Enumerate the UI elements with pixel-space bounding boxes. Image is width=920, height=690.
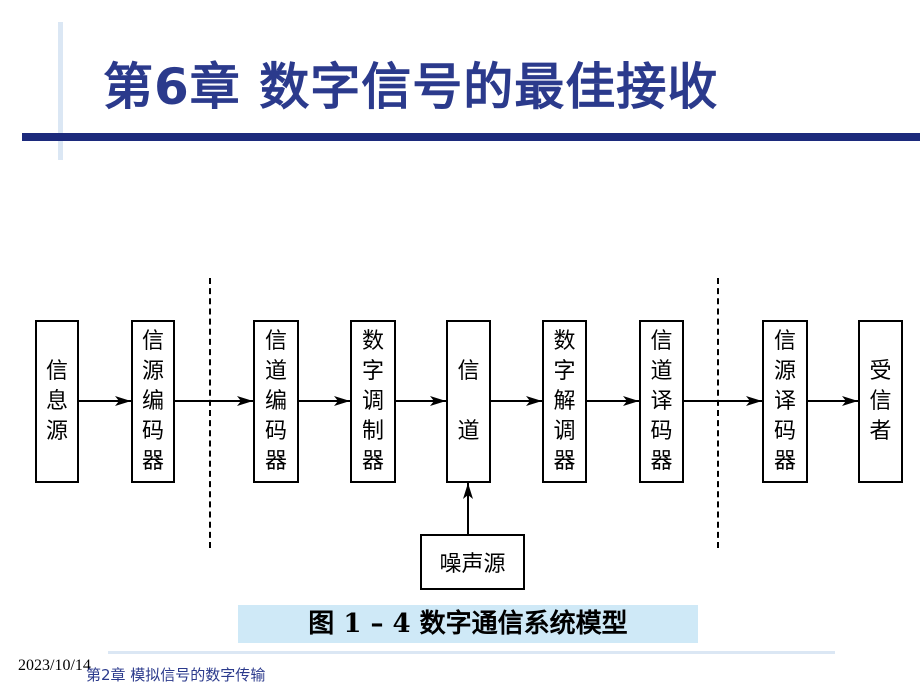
block-char: 字 <box>553 358 576 384</box>
footer-rule <box>108 651 835 654</box>
block-char: 信 <box>141 328 164 354</box>
block-char: 息 <box>45 388 68 414</box>
block-char: 编 <box>141 388 164 414</box>
block-char: 制 <box>361 418 384 444</box>
block-char: 器 <box>773 448 796 474</box>
block-char: 调 <box>553 418 576 444</box>
block-char: 码 <box>141 418 164 444</box>
block-char: 编 <box>264 388 287 414</box>
block-char: 源 <box>45 418 68 444</box>
block-char: 解 <box>553 388 576 414</box>
block-char: 数 <box>361 328 384 354</box>
block-char: 信 <box>45 358 68 384</box>
block-sink: 受 信 者 <box>858 320 903 483</box>
block-modulator: 数 字 调 制 器 <box>350 320 396 483</box>
block-char: 信 <box>869 388 892 414</box>
block-char: 译 <box>773 388 796 414</box>
block-source: 信 息 源 <box>35 320 79 483</box>
noise-source-block: 噪声源 <box>420 534 525 590</box>
block-char: 器 <box>361 448 384 474</box>
block-channel: 信 道 <box>446 320 491 483</box>
block-char: 码 <box>773 418 796 444</box>
block-char: 信 <box>650 328 673 354</box>
title-rule <box>22 133 920 141</box>
block-char: 信 <box>773 328 796 354</box>
block-char: 道 <box>650 358 673 384</box>
block-channel-encoder: 信 道 编 码 器 <box>253 320 299 483</box>
block-char: 者 <box>869 418 892 444</box>
block-char: 器 <box>553 448 576 474</box>
block-source-encoder: 信 源 编 码 器 <box>131 320 175 483</box>
divider-right <box>717 278 719 548</box>
block-char: 字 <box>361 358 384 384</box>
block-demodulator: 数 字 解 调 器 <box>542 320 587 483</box>
block-channel-decoder: 信 道 译 码 器 <box>639 320 684 483</box>
slide-title: 第6章 数字信号的最佳接收 <box>103 58 719 116</box>
footer-chapter-title: 第2章 模拟信号的数字传输 <box>86 666 266 684</box>
block-char: 源 <box>773 358 796 384</box>
block-char: 源 <box>141 358 164 384</box>
block-char: 数 <box>553 328 576 354</box>
block-char: 信 <box>457 358 480 384</box>
block-char: 器 <box>650 448 673 474</box>
block-char: 道 <box>457 418 480 444</box>
footer-date: 2023/10/14 <box>18 657 91 674</box>
block-source-decoder: 信 源 译 码 器 <box>762 320 808 483</box>
block-char: 受 <box>869 358 892 384</box>
title-accent-bar <box>58 22 63 160</box>
block-char: 译 <box>650 388 673 414</box>
block-char: 道 <box>264 358 287 384</box>
block-char: 码 <box>650 418 673 444</box>
block-char: 码 <box>264 418 287 444</box>
block-char: 器 <box>141 448 164 474</box>
block-char: 器 <box>264 448 287 474</box>
block-char: 信 <box>264 328 287 354</box>
figure-caption: 图 1 – 4 数字通信系统模型 <box>238 605 698 643</box>
block-char: 调 <box>361 388 384 414</box>
divider-left <box>209 278 211 548</box>
